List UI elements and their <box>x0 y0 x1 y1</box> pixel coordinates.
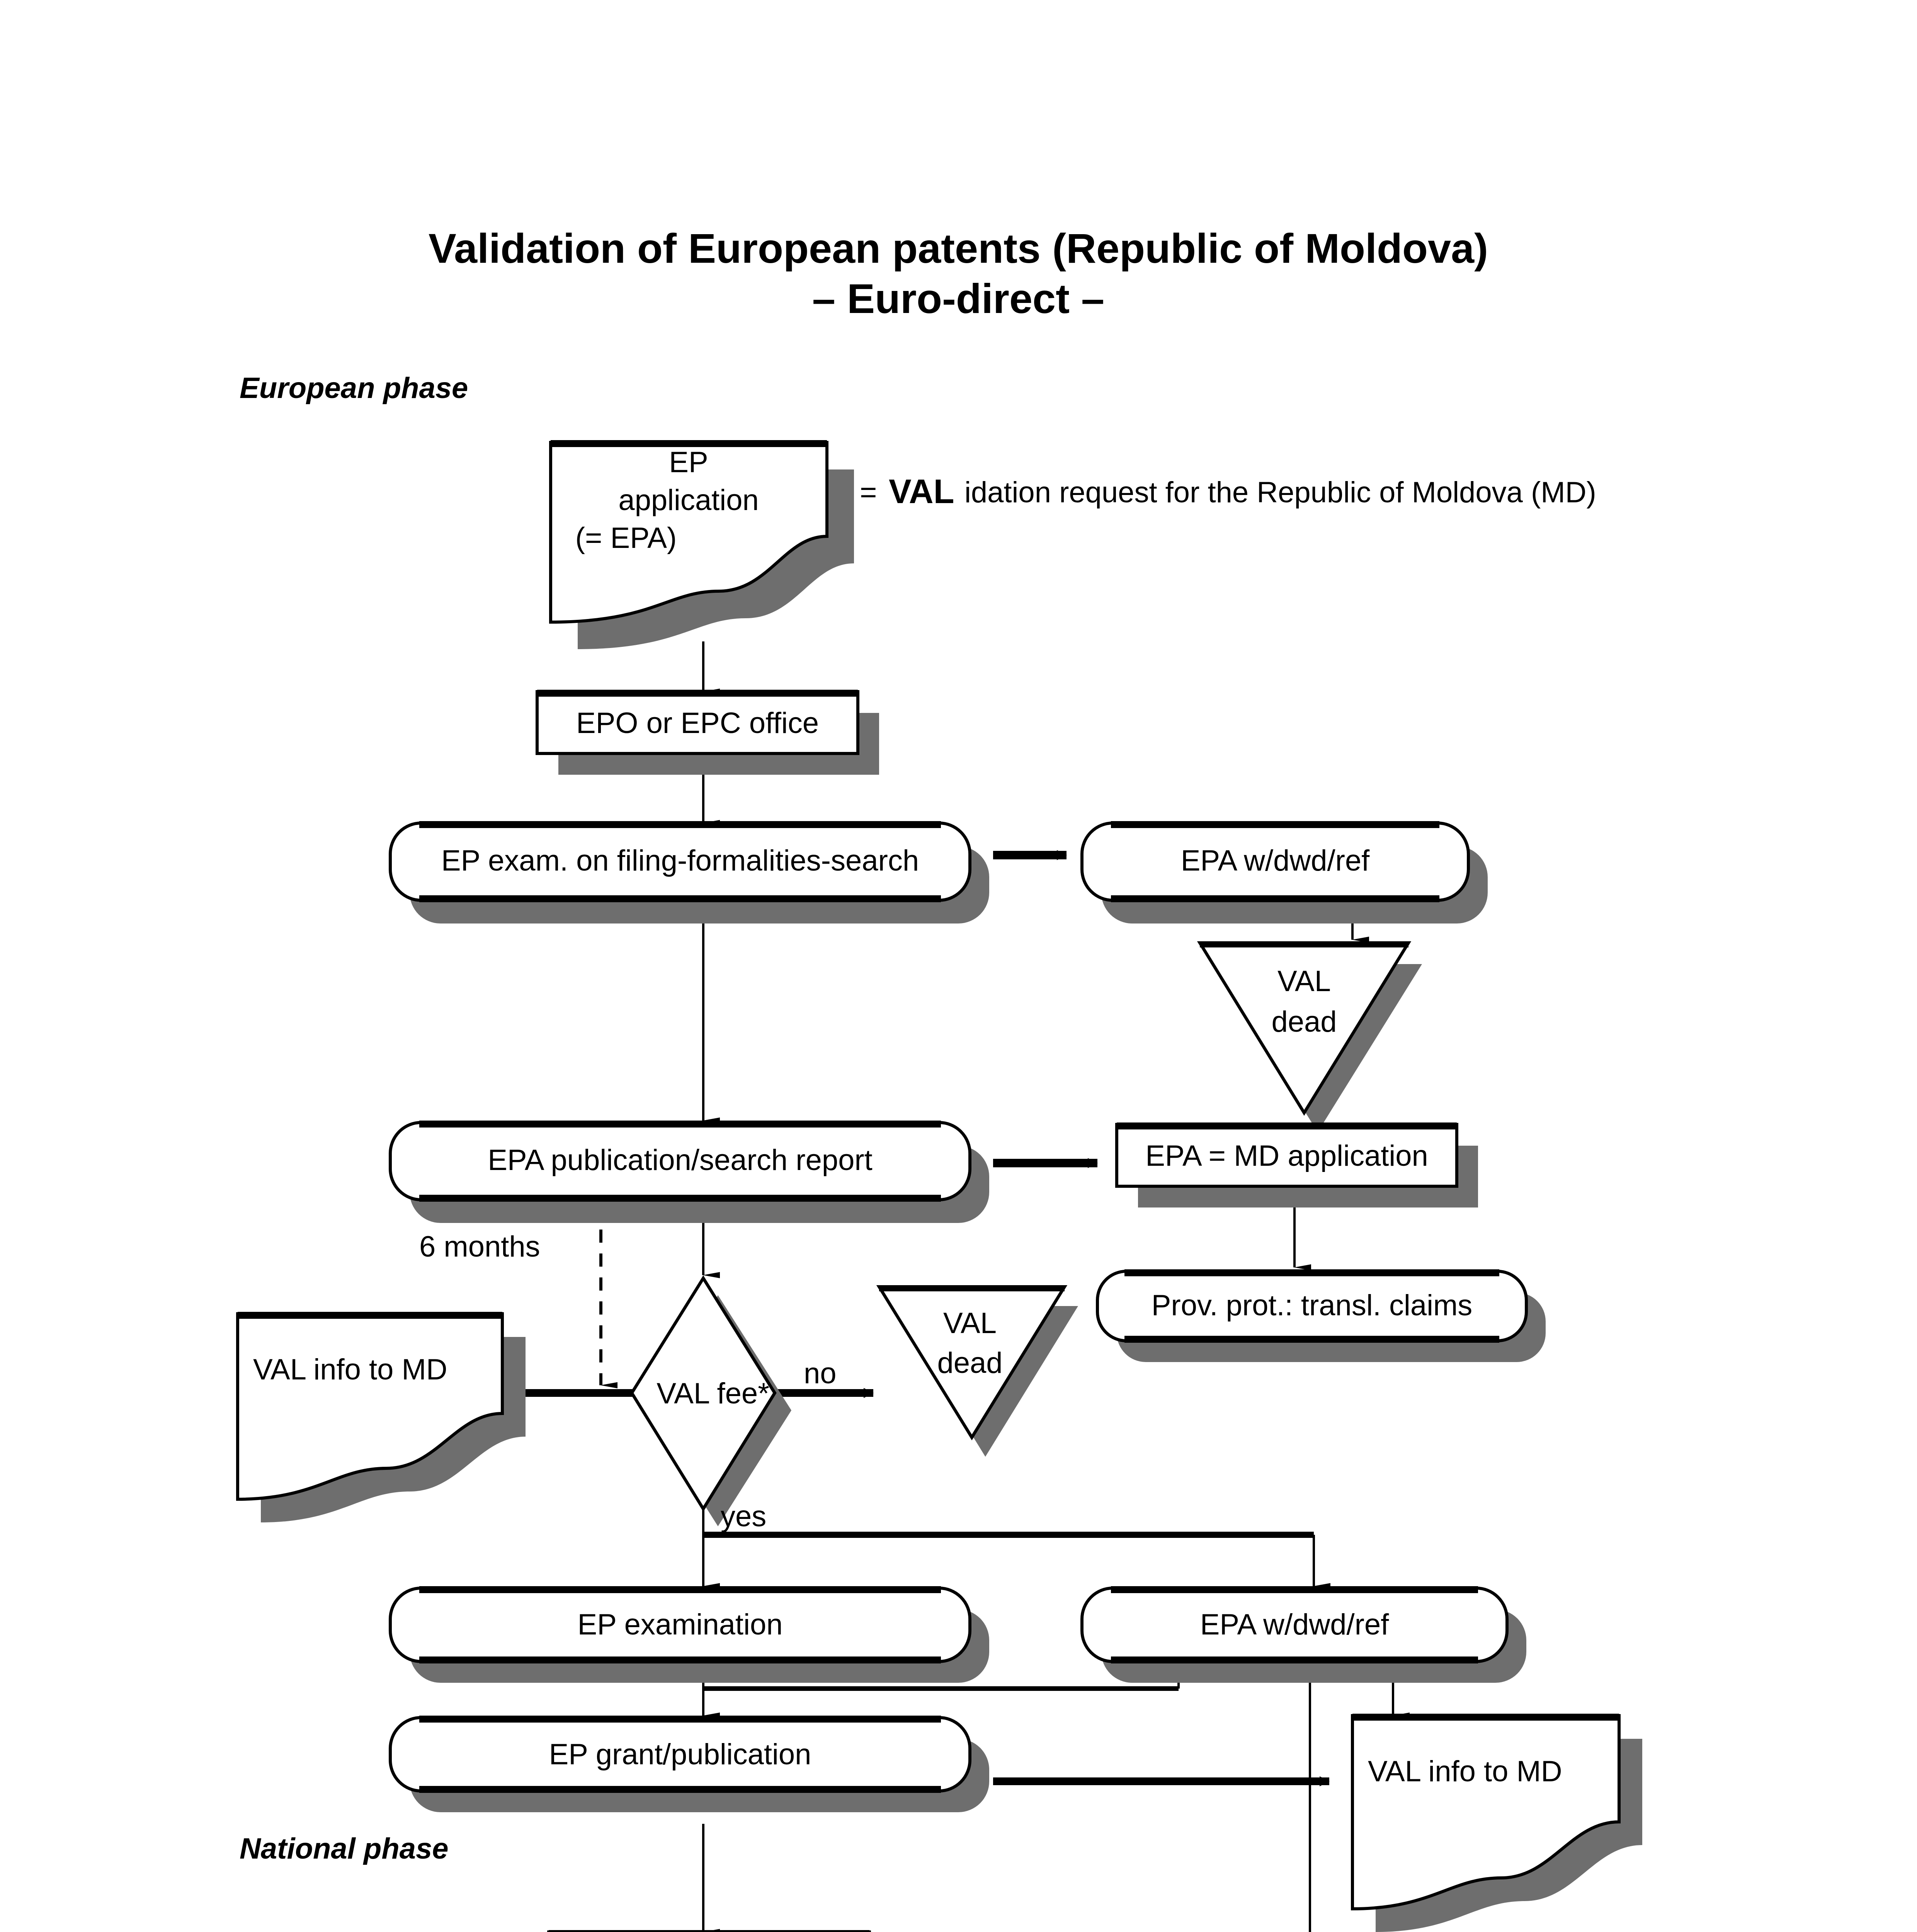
equation-prefix: = <box>860 476 877 509</box>
prov-prot-label: Prov. prot.: transl. claims <box>1152 1289 1473 1322</box>
node-epa-wdwdref-mid[interactable]: EPA w/dwd/ref <box>1080 1586 1526 1683</box>
phase-label-national: National phase <box>240 1832 449 1865</box>
page-title-line2: – Euro-direct – <box>812 275 1104 322</box>
phase-label-european: European phase <box>240 372 468 405</box>
node-prov-prot[interactable]: Prov. prot.: transl. claims <box>1096 1269 1546 1362</box>
epa-wdwdref-mid-label: EPA w/dwd/ref <box>1200 1608 1389 1641</box>
epa-wdwdref-top-label: EPA w/dwd/ref <box>1181 844 1370 877</box>
page-title-line1: Validation of European patents (Republic… <box>429 225 1488 272</box>
epo-office-label: EPO or EPC office <box>576 707 819 740</box>
node-epo-or-epc-office[interactable]: EPO or EPC office <box>536 690 879 775</box>
node-val-info-md-2[interactable]: VAL info to MD <box>1351 1714 1642 1932</box>
val-dead-2-label-2: dead <box>937 1347 1002 1379</box>
ep-application-body <box>549 441 828 624</box>
node-ep-exam-filing[interactable]: EP exam. on filing-formalities-search <box>389 821 989 923</box>
val-info-md-1-label: VAL info to MD <box>253 1353 447 1386</box>
edge-label-valfee-yes: yes <box>721 1500 766 1533</box>
ep-application-label-3: (= EPA) <box>575 522 677 554</box>
val-fee-body <box>630 1275 777 1512</box>
node-val-fee[interactable]: VAL fee* <box>630 1275 791 1526</box>
equation-rest: idation request for the Republic of Mold… <box>964 476 1596 509</box>
edge-label-six-months: 6 months <box>419 1230 540 1263</box>
ep-exam-label: EP exam. on filing-formalities-search <box>441 844 919 877</box>
ep-application-label-2: application <box>618 484 759 517</box>
node-val-info-md-1[interactable]: VAL info to MD <box>236 1312 526 1522</box>
node-epa-publication[interactable]: EPA publication/search report <box>389 1121 989 1223</box>
ep-examination-label: EP examination <box>578 1608 783 1641</box>
node-ep-grant[interactable]: EP grant/publication <box>389 1716 989 1812</box>
node-val-dead-1[interactable]: VAL dead <box>1197 941 1422 1132</box>
edge-label-valfee-no: no <box>804 1357 837 1390</box>
val-info-md-2-body <box>1351 1714 1621 1911</box>
epa-md-app-body <box>1115 1123 1458 1188</box>
val-info-md-1-body <box>236 1312 504 1501</box>
node-epa-md-application[interactable]: EPA = MD application <box>1115 1122 1478 1208</box>
ep-grant-label: EP grant/publication <box>549 1738 811 1771</box>
validation-request-equation: = VAL idation request for the Republic o… <box>860 472 1596 510</box>
val-dead-2-label-1: VAL <box>943 1307 997 1340</box>
node-ep-application[interactable]: EP application (= EPA) <box>549 440 854 649</box>
node-epa-wdwdref-top[interactable]: EPA w/dwd/ref <box>1080 821 1488 923</box>
equation-val-bold: VAL <box>889 472 954 510</box>
val-dead-1-label-2: dead <box>1271 1005 1337 1038</box>
epa-md-app-label: EPA = MD application <box>1145 1139 1428 1172</box>
node-val-dead-2[interactable]: VAL dead <box>876 1285 1078 1457</box>
val-fee-label: VAL fee* <box>657 1377 769 1410</box>
node-ep-examination[interactable]: EP examination <box>389 1586 989 1683</box>
epo-office-body <box>536 690 859 755</box>
val-dead-1-label-1: VAL <box>1277 965 1331 998</box>
ep-application-label-1: EP <box>669 446 708 479</box>
val-info-md-2-label: VAL info to MD <box>1368 1755 1562 1788</box>
connectors <box>504 641 1410 1932</box>
epa-publication-label: EPA publication/search report <box>488 1144 873 1177</box>
